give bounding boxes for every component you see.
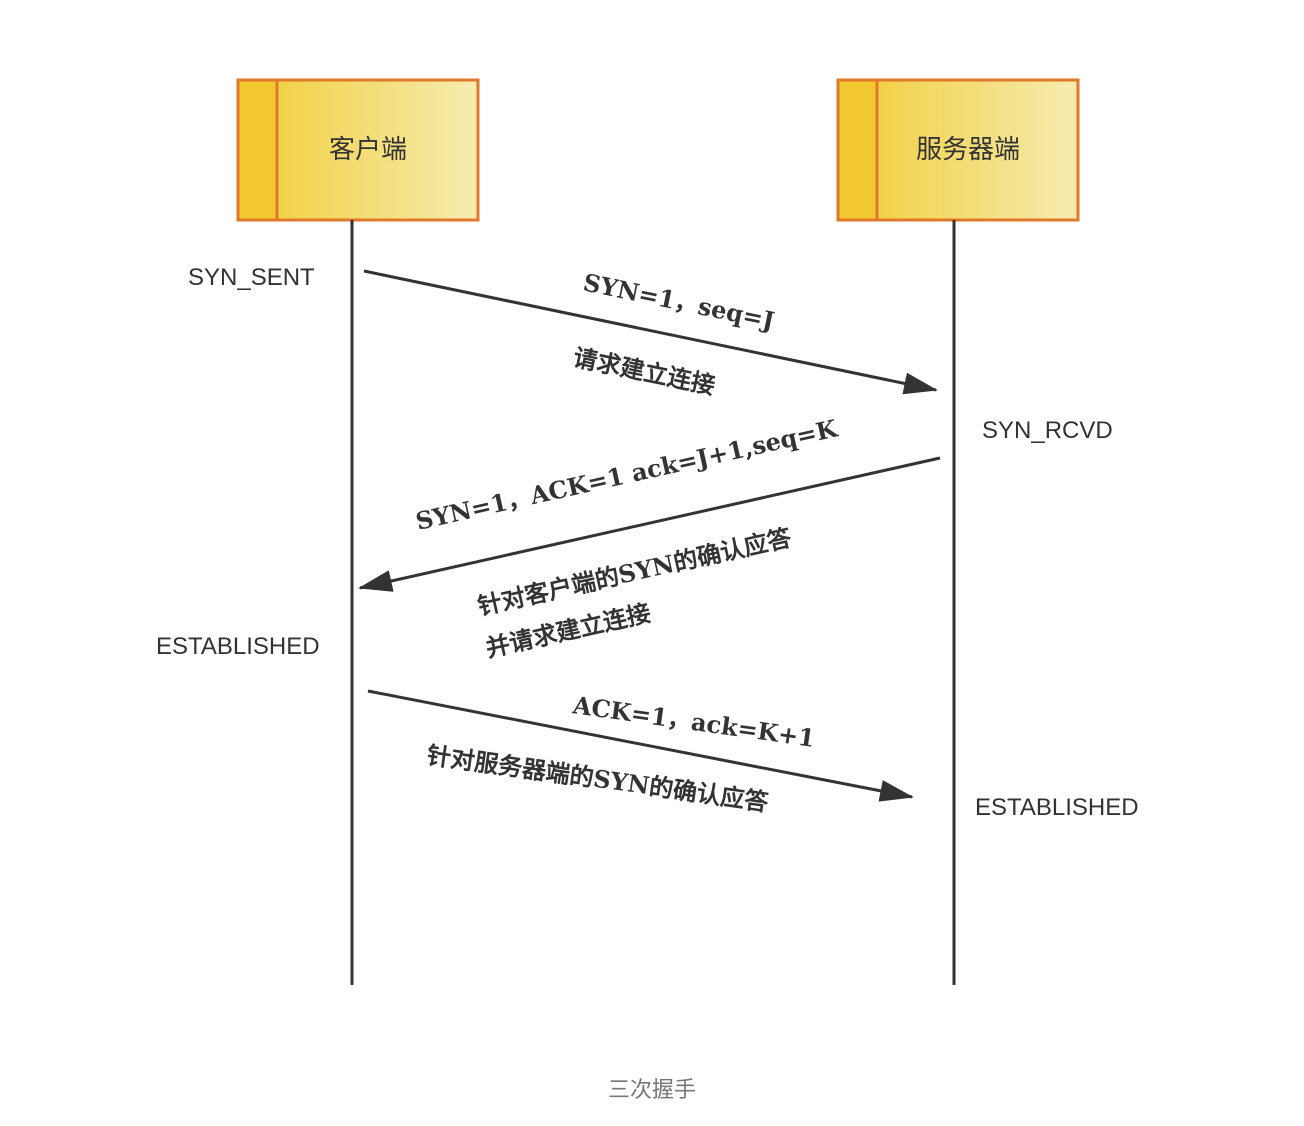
syn-params-label: SYN=1，seq=J bbox=[581, 267, 777, 335]
diagram-caption: 三次握手 bbox=[607, 1078, 696, 1103]
ack-arrow bbox=[367, 689, 914, 802]
client-state-established: ESTABLISHED bbox=[156, 633, 320, 660]
client-actor-box: 客户端 bbox=[236, 78, 480, 222]
server-state-established: ESTABLISHED bbox=[975, 794, 1139, 821]
syn-ack-arrow bbox=[358, 456, 941, 592]
syn-desc-label: 请求建立连接 bbox=[571, 342, 718, 400]
ack-params-label: ACK=1，ack=K+1 bbox=[570, 690, 817, 753]
server-label: 服务器端 bbox=[916, 135, 1020, 165]
client-label: 客户端 bbox=[329, 135, 407, 165]
syn-ack-params-label: SYN=1，ACK=1 ack=J+1,seq=K bbox=[413, 413, 841, 536]
ack-desc-label: 针对服务器端的SYN的确认应答 bbox=[425, 740, 771, 817]
server-actor-box: 服务器端 bbox=[836, 78, 1080, 222]
syn-arrow bbox=[363, 269, 938, 395]
client-state-syn-sent: SYN_SENT bbox=[188, 264, 315, 291]
server-state-syn-rcvd: SYN_RCVD bbox=[982, 417, 1113, 444]
